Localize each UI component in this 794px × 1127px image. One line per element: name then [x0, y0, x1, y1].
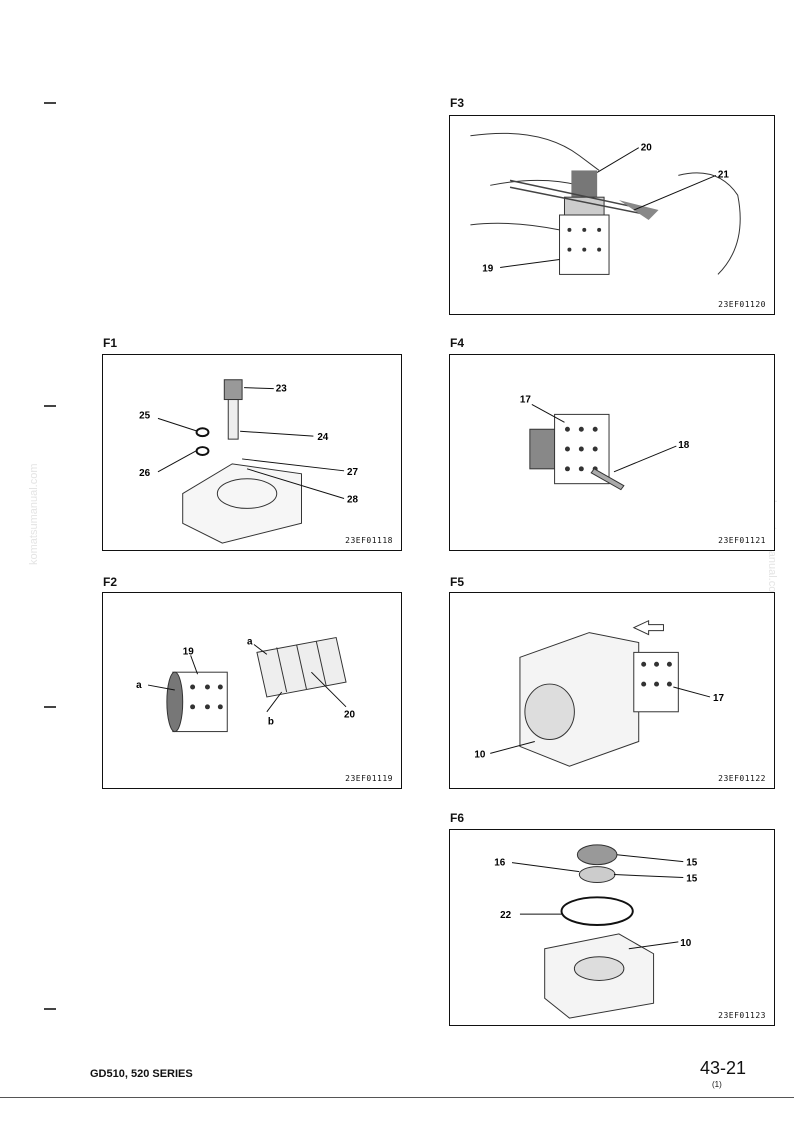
- watermark-left: komatsumanual.com: [28, 463, 40, 566]
- figure-code: 23EF01121: [718, 536, 766, 545]
- figure-code: 23EF01119: [345, 774, 393, 783]
- page-number: 43-21: [700, 1058, 747, 1078]
- figure-f6: 16 15 15 22 10 23EF01123: [449, 829, 775, 1026]
- callout-19: 19: [183, 646, 194, 657]
- figure-label-f1: F1: [103, 336, 118, 350]
- callout-19: 19: [482, 263, 493, 274]
- callout-20: 20: [344, 710, 355, 721]
- footer-series: GD510, 520 SERIES: [90, 1068, 193, 1080]
- figure-f3: 20 21 19 23EF01120: [449, 115, 775, 315]
- callout-16: 16: [494, 858, 505, 869]
- callout-21: 21: [718, 169, 729, 180]
- callout-28: 28: [347, 494, 358, 505]
- callout-10: 10: [680, 938, 691, 949]
- callout-a: a: [136, 680, 142, 691]
- illustration-f4: 17 18: [520, 395, 690, 491]
- margin-mark: [44, 102, 56, 104]
- callout-24: 24: [317, 432, 328, 443]
- figure-code: 23EF01120: [718, 300, 766, 309]
- callout-25: 25: [139, 410, 150, 421]
- figure-label-f5: F5: [450, 575, 465, 589]
- revision-mark: (1): [712, 1080, 722, 1089]
- figure-label-f2: F2: [103, 575, 118, 589]
- callout-a: a: [247, 636, 253, 647]
- callout-17: 17: [713, 693, 724, 704]
- margin-mark: [44, 706, 56, 708]
- figure-label-f4: F4: [450, 336, 465, 350]
- figure-code: 23EF01118: [345, 536, 393, 545]
- callout-17: 17: [520, 395, 531, 406]
- callout-15: 15: [686, 873, 697, 884]
- illustration-f6: 16 15 15 22 10: [494, 844, 698, 1019]
- margin-mark: [44, 1008, 56, 1010]
- figure-label-f3: F3: [450, 96, 465, 110]
- figure-f5: 17 10 23EF01122: [449, 592, 775, 789]
- callout-26: 26: [139, 468, 150, 479]
- callout-b: b: [268, 717, 274, 728]
- callout-15: 15: [686, 858, 697, 869]
- figure-f4: 17 18 23EF01121: [449, 354, 775, 551]
- illustration-f2: 19 a a b 20: [136, 636, 356, 733]
- figure-label-f6: F6: [450, 811, 465, 825]
- callout-22: 22: [500, 910, 511, 921]
- callout-23: 23: [276, 384, 287, 395]
- callout-18: 18: [678, 440, 689, 451]
- illustration-f1: 23 24 25 26 27 28: [139, 379, 359, 544]
- figure-f1: 23 24 25 26 27 28 23EF01118: [102, 354, 402, 551]
- figure-f2: 19 a a b 20 23EF01119: [102, 592, 402, 789]
- figure-code: 23EF01123: [718, 1011, 766, 1020]
- bottom-rule: [0, 1097, 794, 1098]
- illustration-f3: 20 21 19: [470, 132, 741, 275]
- figure-code: 23EF01122: [718, 774, 766, 783]
- callout-20: 20: [641, 143, 652, 154]
- margin-mark: [44, 405, 56, 407]
- callout-27: 27: [347, 467, 358, 478]
- callout-10: 10: [474, 749, 485, 760]
- illustration-f5: 17 10: [474, 619, 724, 767]
